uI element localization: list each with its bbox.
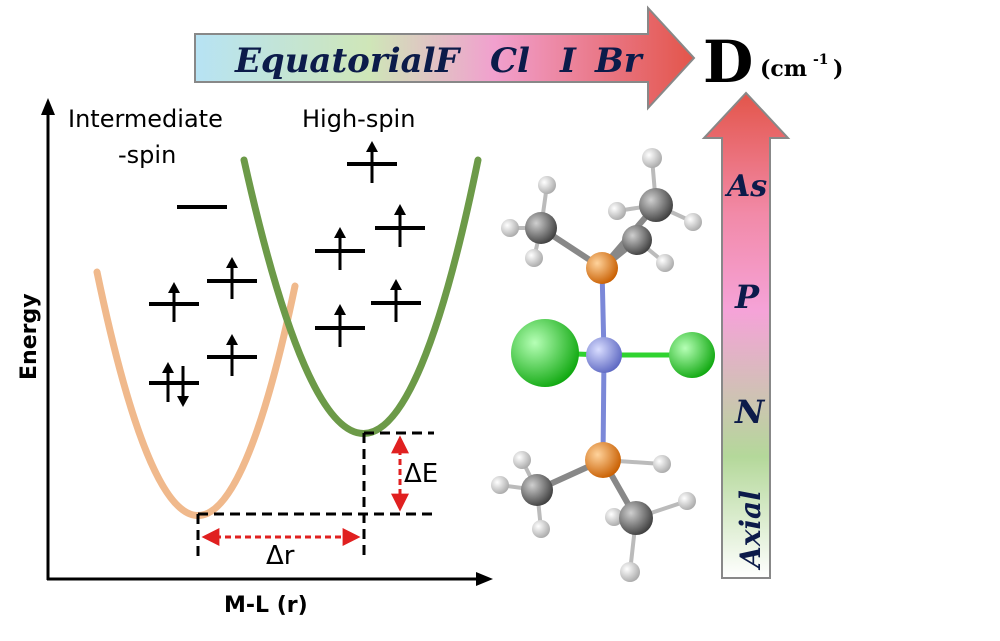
delta-r-label: Δr	[266, 541, 295, 571]
high-spin-label: High-spin	[302, 105, 415, 133]
d-symbol: D	[703, 28, 753, 96]
d-unit: (cm	[760, 56, 807, 82]
d-unit-exponent: -1	[813, 52, 829, 68]
molecule-structure	[491, 148, 715, 582]
spin-up-arrow	[390, 279, 402, 322]
spin-up-arrow	[334, 304, 346, 347]
chlorine-atom	[669, 332, 715, 378]
dashed-guides	[196, 431, 434, 558]
spin-up-arrow	[366, 141, 378, 183]
phosphorus-atom	[586, 252, 618, 284]
intermediate-spin-curve	[93, 268, 299, 519]
top-arrow-label-i: I	[559, 41, 577, 81]
top-arrow-shape	[194, 5, 696, 111]
spin-up-arrow	[226, 334, 238, 376]
side-arrow-label-axial: Axial	[734, 490, 767, 571]
high-spin-orbitals	[315, 162, 425, 330]
top-arrow-label-br: Br	[594, 41, 644, 81]
spin-up-arrow	[394, 204, 406, 247]
d-label: D (cm -1 )	[703, 28, 843, 96]
electron-arrows	[162, 141, 406, 407]
top-arrow-label-cl: Cl	[490, 41, 530, 81]
x-axis-arrowhead	[476, 572, 493, 586]
top-arrow: Equatorial F Cl I Br	[194, 5, 696, 111]
side-arrow-label-n: N	[734, 393, 766, 431]
y-axis-arrowhead	[41, 98, 55, 115]
side-arrow-label-as: As	[724, 169, 767, 204]
intermediate-spin-label-line2: -spin	[118, 141, 176, 169]
spin-up-arrow	[334, 227, 346, 270]
x-axis-label: M-L (r)	[224, 593, 308, 618]
delta-e-label: ΔE	[404, 459, 438, 489]
d-unit-close: )	[833, 56, 843, 82]
chlorine-atom	[511, 319, 579, 387]
intermediate-spin-orbitals	[149, 205, 257, 385]
side-arrow-label-p: P	[734, 278, 760, 316]
hydrogen-atoms	[491, 148, 702, 582]
phosphorus-atom	[585, 442, 621, 478]
side-arrow-shape	[701, 91, 791, 579]
intermediate-spin-label-line1: Intermediate	[68, 105, 223, 133]
top-arrow-label-equatorial: Equatorial	[234, 41, 436, 81]
high-spin-curve	[240, 156, 482, 437]
spin-up-arrow	[226, 257, 238, 299]
spin-up-arrow	[162, 362, 174, 402]
side-arrow: As P N Axial	[701, 91, 791, 579]
y-axis-label: Energy	[17, 293, 42, 380]
spin-up-arrow	[168, 282, 180, 322]
carbon-atoms	[521, 188, 673, 535]
energy-diagram: Energy M-L (r) Intermediate -spin High-s…	[17, 98, 493, 618]
spin-down-arrow	[177, 366, 189, 407]
top-arrow-label-f: F	[434, 41, 462, 81]
metal-atom	[586, 337, 622, 373]
